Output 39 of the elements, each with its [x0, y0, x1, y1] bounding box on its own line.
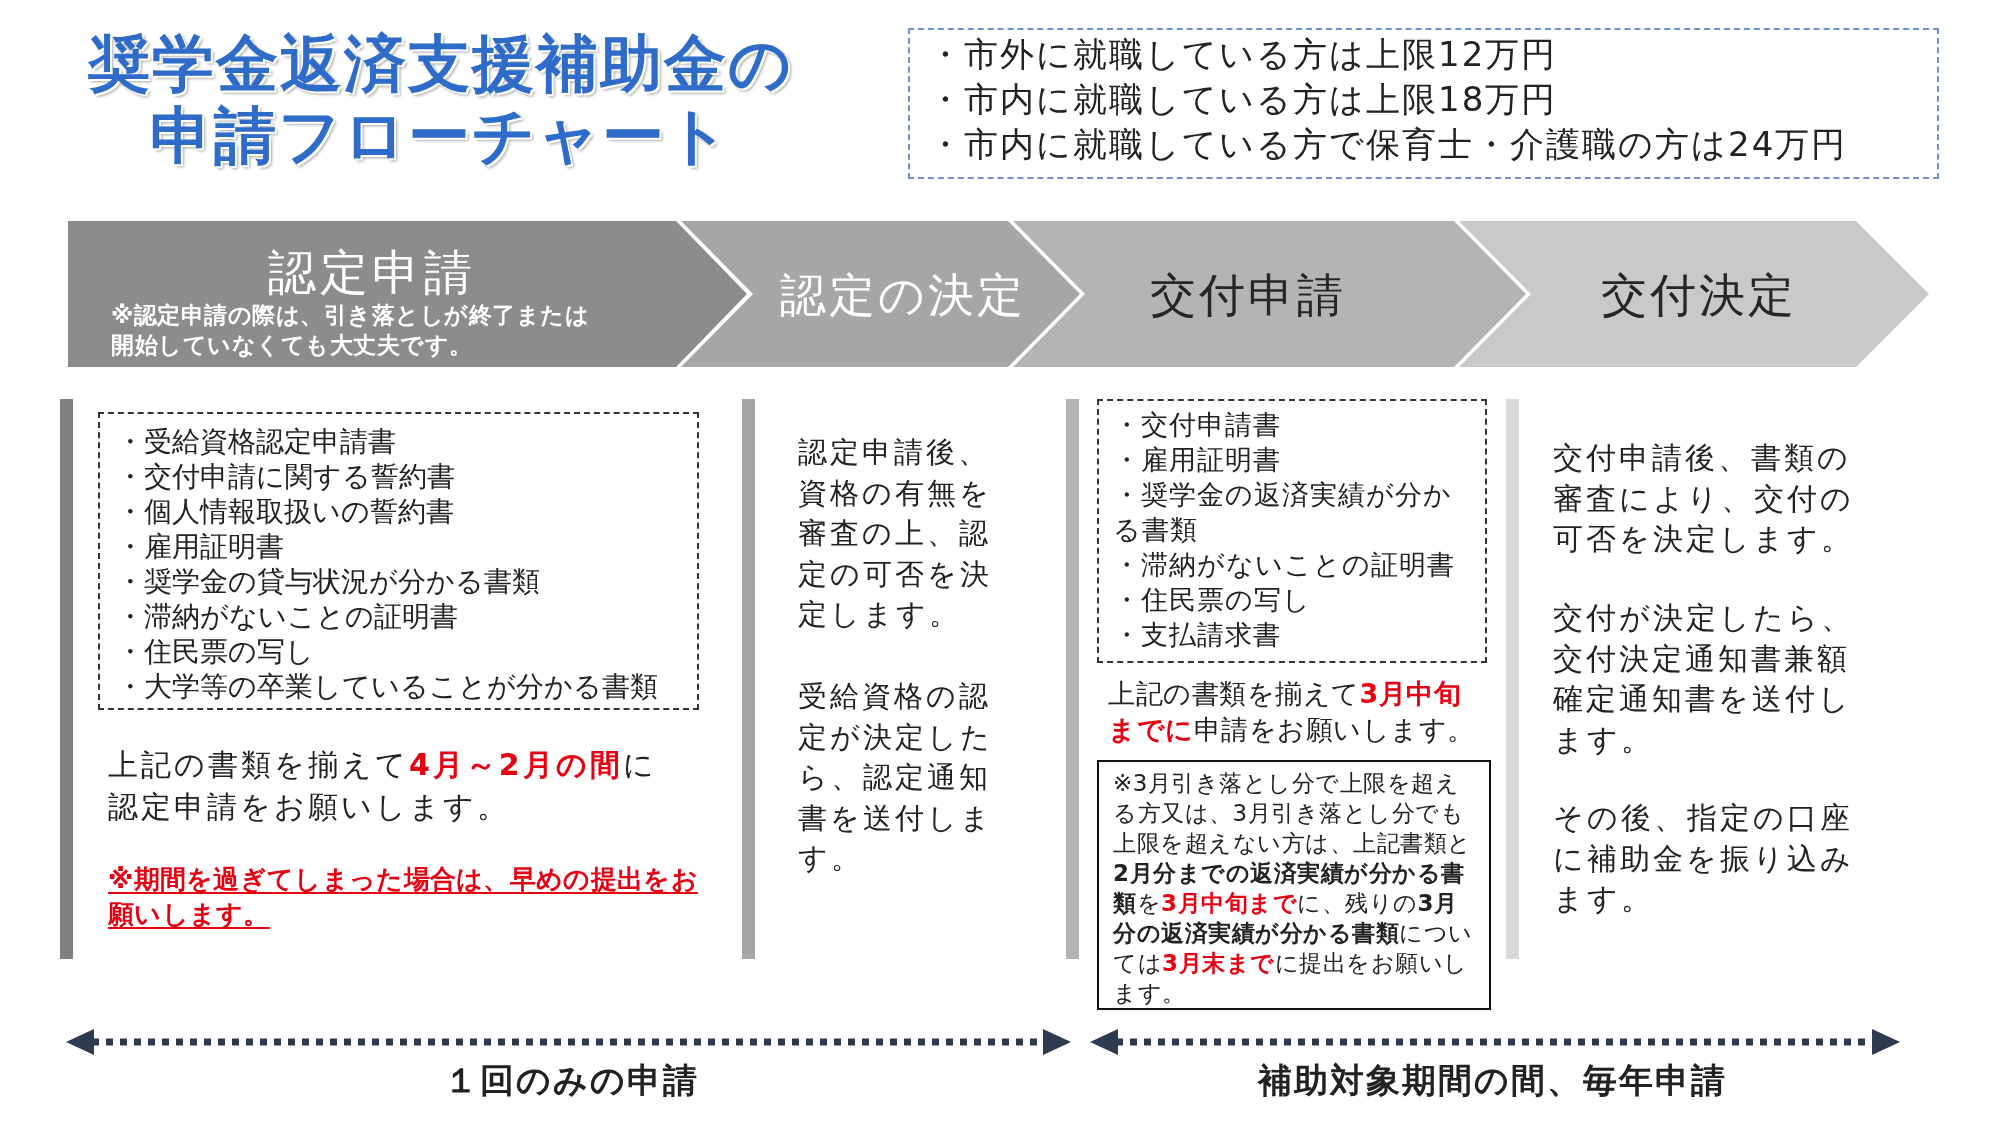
list-item: ・個人情報取扱いの誓約書: [116, 494, 455, 529]
description-text: その後、指定の口座に補助金を振り込みます。: [1553, 799, 1855, 918]
list-item: ・雇用証明書: [116, 529, 285, 564]
description-text: 交付申請後、書類の審査により、交付の可否を決定します。: [1553, 439, 1855, 558]
document-list-box: [98, 412, 699, 710]
instruction-text: 上記の書類を揃えて3月中旬までに申請をお願いします。: [1108, 677, 1476, 747]
warning-text: ※期間を過ぎてしまった場合は、早めの提出をお願いします。: [108, 863, 699, 931]
list-item: ・大学等の卒業していることが分かる書類: [116, 669, 659, 704]
list-item: ・滞納がないことの証明書: [116, 599, 459, 634]
step-title: 交付決定: [1599, 267, 1798, 324]
list-item: ・滞納がないことの証明書: [1113, 548, 1456, 582]
process-step: [681, 221, 1080, 367]
list-item: ・奨学金の返済実績が分かる書類: [1113, 478, 1453, 547]
list-item: ・交付申請に関する誓約書: [116, 459, 456, 494]
step-title: 交付申請: [1148, 267, 1347, 324]
list-item: ・雇用証明書: [1113, 443, 1282, 477]
process-step: [68, 221, 747, 367]
step-title: 認定申請: [267, 243, 477, 302]
description-text: 受給資格の認定が決定したら、認定通知書を送付します。: [798, 678, 994, 877]
title: 奨学金返済支援補助金の申請フローチャート: [86, 28, 794, 172]
info-line: ・市外に就職している方は上限12万円: [928, 33, 1559, 76]
list-item: ・奨学金の貸与状況が分かる書類: [116, 564, 541, 599]
step-note: ※認定申請の際は、引き落としが終了または開始していなくても大丈夫です。: [111, 301, 591, 360]
info-line: ・市内に就職している方で保育士・介護職の方は24万円: [928, 123, 1849, 166]
list-item: ・交付申請書: [1113, 408, 1282, 442]
info-box: [908, 28, 1939, 179]
process-step: [1459, 221, 1929, 367]
note-text: ※3月引き落とし分で上限を超える方又は、3月引き落とし分でも上限を超えない方は、上記書類と2月分までの返済実績が分かる書類を3月中旬までに、残りの3月分の返済実績が分かる書類については3月末までに提出をお願いします。: [1113, 769, 1474, 1008]
list-item: ・住民票の写し: [116, 634, 315, 669]
info-line: ・市内に就職している方は上限18万円: [928, 78, 1559, 121]
step-title: 認定の決定: [778, 267, 1027, 324]
list-item: ・支払請求書: [1113, 618, 1282, 652]
document-list-box: [1097, 399, 1487, 663]
description-text: 交付が決定したら、交付決定通知書兼額確定通知書を送付します。: [1553, 599, 1855, 759]
list-item: ・住民票の写し: [1113, 583, 1312, 617]
span-label: １回のみの申請: [442, 1059, 700, 1102]
span-label: 補助対象期間の間、毎年申請: [1256, 1059, 1728, 1102]
list-item: ・受給資格認定申請書: [116, 424, 397, 459]
description-text: 認定申請後、資格の有無を審査の上、認定の可否を決定します。: [798, 434, 993, 633]
